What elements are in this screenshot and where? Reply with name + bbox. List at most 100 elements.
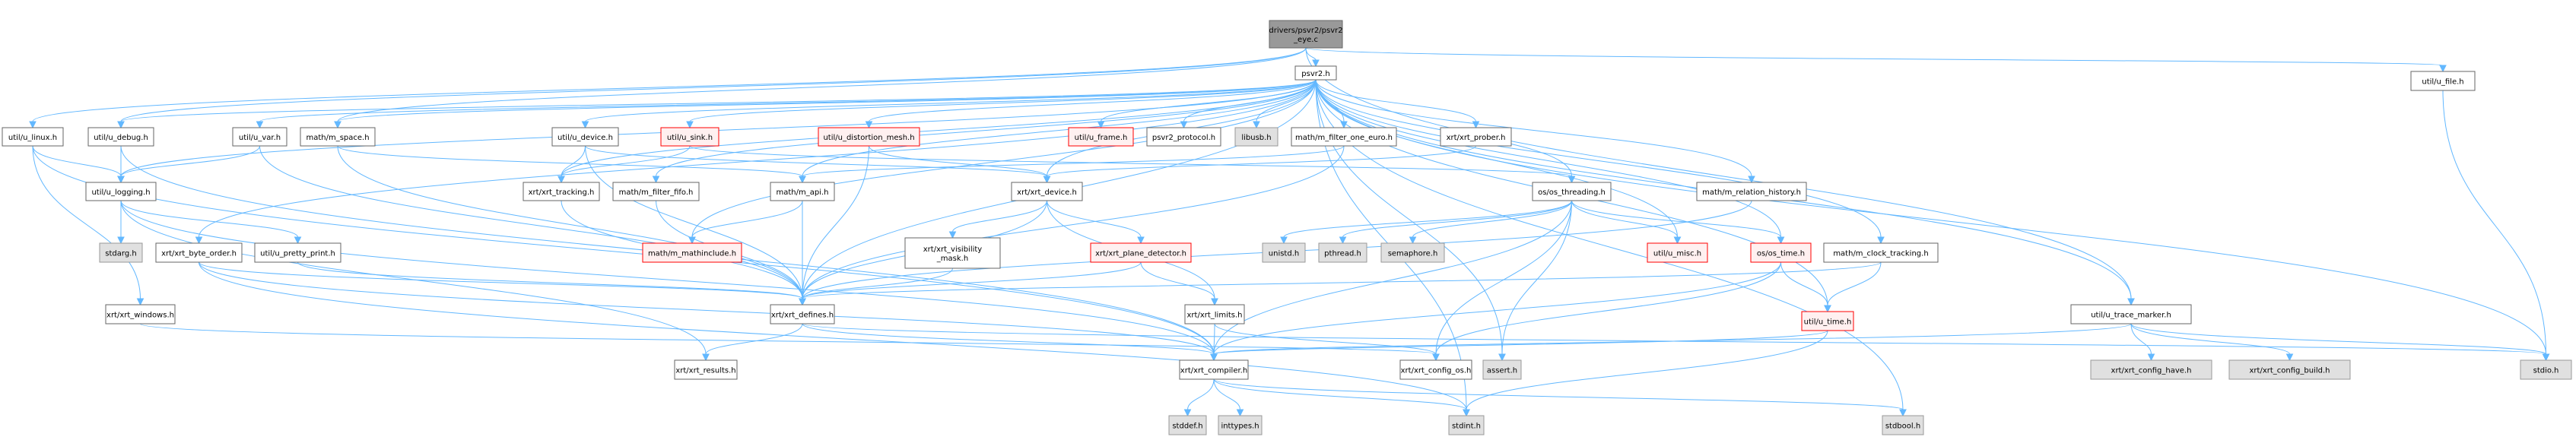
node-label: xrt/xrt_windows.h [106, 312, 174, 320]
node-u-pretty-print[interactable]: util/u_pretty_print.h [254, 242, 341, 263]
node-xrt-windows[interactable]: xrt/xrt_windows.h [105, 304, 176, 324]
node-label: util/u_distortion_mesh.h [823, 134, 914, 142]
node-label: math/m_api.h [776, 188, 828, 197]
node-u-device[interactable]: util/u_device.h [551, 127, 619, 147]
node-psvr2-h[interactable]: psvr2.h [1294, 65, 1337, 81]
node-inttypes[interactable]: inttypes.h [1218, 415, 1263, 435]
node-box [2070, 304, 2192, 324]
edge-m_api-to-m_mathinclude [688, 200, 803, 245]
node-label: libusb.h [1241, 134, 1271, 142]
node-xrt-device[interactable]: xrt/xrt_device.h [1011, 182, 1083, 201]
node-box [2228, 359, 2351, 380]
node-u-time[interactable]: util/u_time.h [1801, 311, 1854, 331]
node-label: assert.h [1487, 367, 1517, 375]
node-root[interactable]: drivers/psvr2/psvr2_eye.c [1269, 20, 1343, 49]
node-label: xrt/xrt_visibility [923, 245, 983, 254]
node-box [523, 182, 600, 201]
node-libusb[interactable]: libusb.h [1234, 127, 1278, 147]
edge-psvr2_h-to-m_clock_tracking [1315, 79, 1885, 245]
node-stdbool[interactable]: stdbool.h [1882, 415, 1924, 435]
edge-u_trace_marker-to-stdio [2130, 323, 2550, 362]
node-u-file[interactable]: util/u_file.h [2410, 71, 2476, 91]
node-label: util/u_misc.h [1653, 250, 1701, 258]
node-xrt-visibility-mask[interactable]: xrt/xrt_visibility_mask.h [904, 237, 1001, 269]
node-u-trace-marker[interactable]: util/u_trace_marker.h [2070, 304, 2192, 324]
node-label: _mask.h [936, 255, 968, 263]
node-u-frame[interactable]: util/u_frame.h [1068, 127, 1134, 147]
node-stdint[interactable]: stdint.h [1448, 415, 1485, 435]
node-u-linux[interactable]: util/u_linux.h [2, 127, 64, 147]
node-label: semaphore.h [1388, 250, 1438, 258]
node-label: pthread.h [1324, 250, 1361, 258]
node-unistd[interactable]: unistd.h [1262, 242, 1306, 263]
node-label: stddef.h [1172, 423, 1202, 431]
node-xrt-compiler[interactable]: xrt/xrt_compiler.h [1179, 359, 1249, 380]
node-xrt-prober[interactable]: xrt/xrt_prober.h [1440, 127, 1512, 147]
edge-psvr2_h-to-m_space [334, 79, 1317, 129]
node-os-threading[interactable]: os/os_threading.h [1532, 182, 1612, 201]
node-box [300, 127, 376, 147]
node-label: math/m_space.h [306, 134, 369, 142]
node-xrt-results[interactable]: xrt/xrt_results.h [674, 359, 738, 380]
node-os-time[interactable]: os/os_time.h [1750, 242, 1812, 263]
node-u-distortion-mesh[interactable]: util/u_distortion_mesh.h [818, 127, 920, 147]
node-u-logging[interactable]: util/u_logging.h [85, 182, 157, 201]
node-m-api[interactable]: math/m_api.h [770, 182, 835, 201]
node-box [1823, 242, 1939, 263]
node-box [1090, 242, 1192, 263]
node-label: xrt/xrt_byte_order.h [161, 250, 237, 258]
node-xrt-defines[interactable]: xrt/xrt_defines.h [770, 304, 835, 324]
node-label: xrt/xrt_tracking.h [529, 188, 595, 197]
node-xrt-plane-detector[interactable]: xrt/xrt_plane_detector.h [1090, 242, 1192, 263]
node-stddef[interactable]: stddef.h [1168, 415, 1207, 435]
node-pthread[interactable]: pthread.h [1318, 242, 1367, 263]
node-assert[interactable]: assert.h [1482, 359, 1522, 380]
node-xrt-limits[interactable]: xrt/xrt_limits.h [1184, 304, 1245, 324]
node-m-filter-one-euro[interactable]: math/m_filter_one_euro.h [1291, 127, 1397, 147]
node-label: util/u_time.h [1804, 318, 1852, 327]
node-box [1179, 359, 1249, 380]
edge-u_sink-to-xrt_tracking [557, 145, 691, 184]
node-box [1262, 242, 1306, 263]
node-box [1482, 359, 1522, 380]
edge-xrt_prober-to-xrt_device [1043, 145, 1476, 184]
edge-u_var-to-u_logging [117, 145, 260, 184]
node-m-clock-tracking[interactable]: math/m_clock_tracking.h [1823, 242, 1939, 263]
node-box [674, 359, 738, 380]
node-u-sink[interactable]: util/u_sink.h [660, 127, 719, 147]
edge-os_threading-to-assert [1498, 200, 1572, 362]
node-box [1294, 65, 1337, 81]
node-semaphore[interactable]: semaphore.h [1380, 242, 1445, 263]
node-u-var[interactable]: util/u_var.h [232, 127, 287, 147]
edge-psvr2_h-to-u_debug [117, 79, 1317, 129]
node-xrt-byte-order[interactable]: xrt/xrt_byte_order.h [155, 242, 243, 263]
node-box [1184, 304, 1245, 324]
node-xrt-config-have[interactable]: xrt/xrt_config_have.h [2090, 359, 2212, 380]
node-m-mathinclude[interactable]: math/m_mathinclude.h [642, 242, 742, 263]
node-xrt-config-os[interactable]: xrt/xrt_config_os.h [1399, 359, 1472, 380]
edge-m_filter_one_euro-to-m_api [799, 145, 1345, 184]
edge-m_clock_tracking-to-u_time [1824, 261, 1882, 313]
node-psvr2-protocol[interactable]: psvr2_protocol.h [1146, 127, 1221, 147]
node-u-misc[interactable]: util/u_misc.h [1647, 242, 1708, 263]
node-m-space[interactable]: math/m_space.h [300, 127, 376, 147]
node-box [254, 242, 341, 263]
node-box [1291, 127, 1397, 147]
node-m-relation-history[interactable]: math/m_relation_history.h [1696, 182, 1807, 201]
node-label: util/u_var.h [239, 134, 281, 142]
edge-psvr2_h-to-u_device [581, 79, 1317, 129]
node-label: psvr2.h [1301, 70, 1329, 78]
edge-u_device-to-xrt_defines [585, 145, 806, 306]
node-xrt-tracking[interactable]: xrt/xrt_tracking.h [523, 182, 600, 201]
edge-psvr2_h-to-u_sink [686, 79, 1317, 129]
node-stdarg[interactable]: stdarg.h [99, 242, 143, 263]
edge-psvr2_h-to-m_relation_history [1315, 79, 1755, 184]
node-u-debug[interactable]: util/u_debug.h [87, 127, 154, 147]
node-box [2, 127, 64, 147]
node-stdio[interactable]: stdio.h [2520, 359, 2572, 380]
node-box [87, 127, 154, 147]
node-xrt-config-build[interactable]: xrt/xrt_config_build.h [2228, 359, 2351, 380]
node-m-filter-fifo[interactable]: math/m_filter_fifo.h [612, 182, 700, 201]
edge-psvr2_h-to-xrt_prober [1315, 79, 1480, 129]
node-label: xrt/xrt_config_have.h [2111, 367, 2192, 375]
